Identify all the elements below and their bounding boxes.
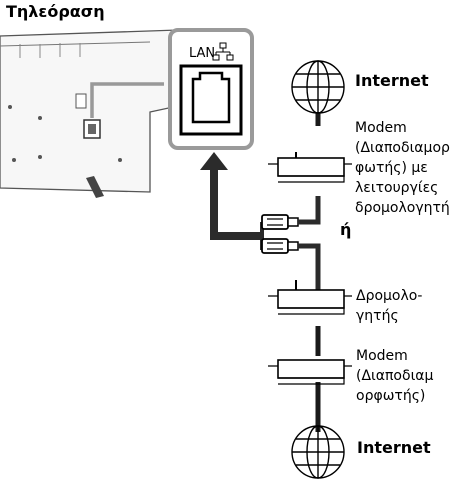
or-label: ή (340, 220, 352, 239)
router-line: Δρομολο- (356, 288, 423, 304)
internet-globe-bottom-icon (291, 425, 345, 479)
arrow-head (200, 152, 228, 170)
lan-port-frame (179, 64, 243, 136)
modem-router-device (268, 152, 352, 183)
internet-label-bottom: Internet (357, 438, 431, 457)
modem-router-line: δρομολογητή (355, 200, 450, 216)
modem-line: Modem (356, 348, 408, 364)
router-line: γητής (356, 308, 399, 324)
modem-label: Modem (Διαποδιαμ ορφωτής) (356, 346, 433, 406)
modem-router-line: λειτουργίες (355, 180, 439, 196)
cable-to-tv (210, 168, 262, 240)
cable-router (298, 243, 321, 308)
cable-modem-router (298, 196, 321, 225)
tv-back-panel (0, 29, 179, 198)
cable-connector-upper (261, 214, 299, 230)
modem-router-label: Modem (Διαποδιαμορ φωτής) με λειτουργίες… (355, 118, 450, 218)
cable-connector-lower (261, 238, 299, 254)
network-symbol-icon (212, 42, 234, 61)
modem-router-line: φωτής) με (355, 160, 428, 176)
modem-router-line: Modem (355, 120, 407, 136)
callout-line (90, 82, 164, 118)
router-device (268, 280, 352, 315)
modem-line: ορφωτής) (356, 388, 426, 404)
tv-title: Τηλεόραση (6, 2, 105, 21)
internet-globe-top-icon (291, 60, 345, 114)
modem-router-line: (Διαποδιαμορ (355, 140, 450, 156)
modem-device (268, 359, 352, 385)
internet-label-top: Internet (355, 71, 429, 90)
lan-label: LAN (189, 46, 216, 61)
modem-line: (Διαποδιαμ (356, 368, 434, 384)
lan-port-icon (191, 71, 231, 124)
router-label: Δρομολο- γητής (356, 286, 422, 326)
